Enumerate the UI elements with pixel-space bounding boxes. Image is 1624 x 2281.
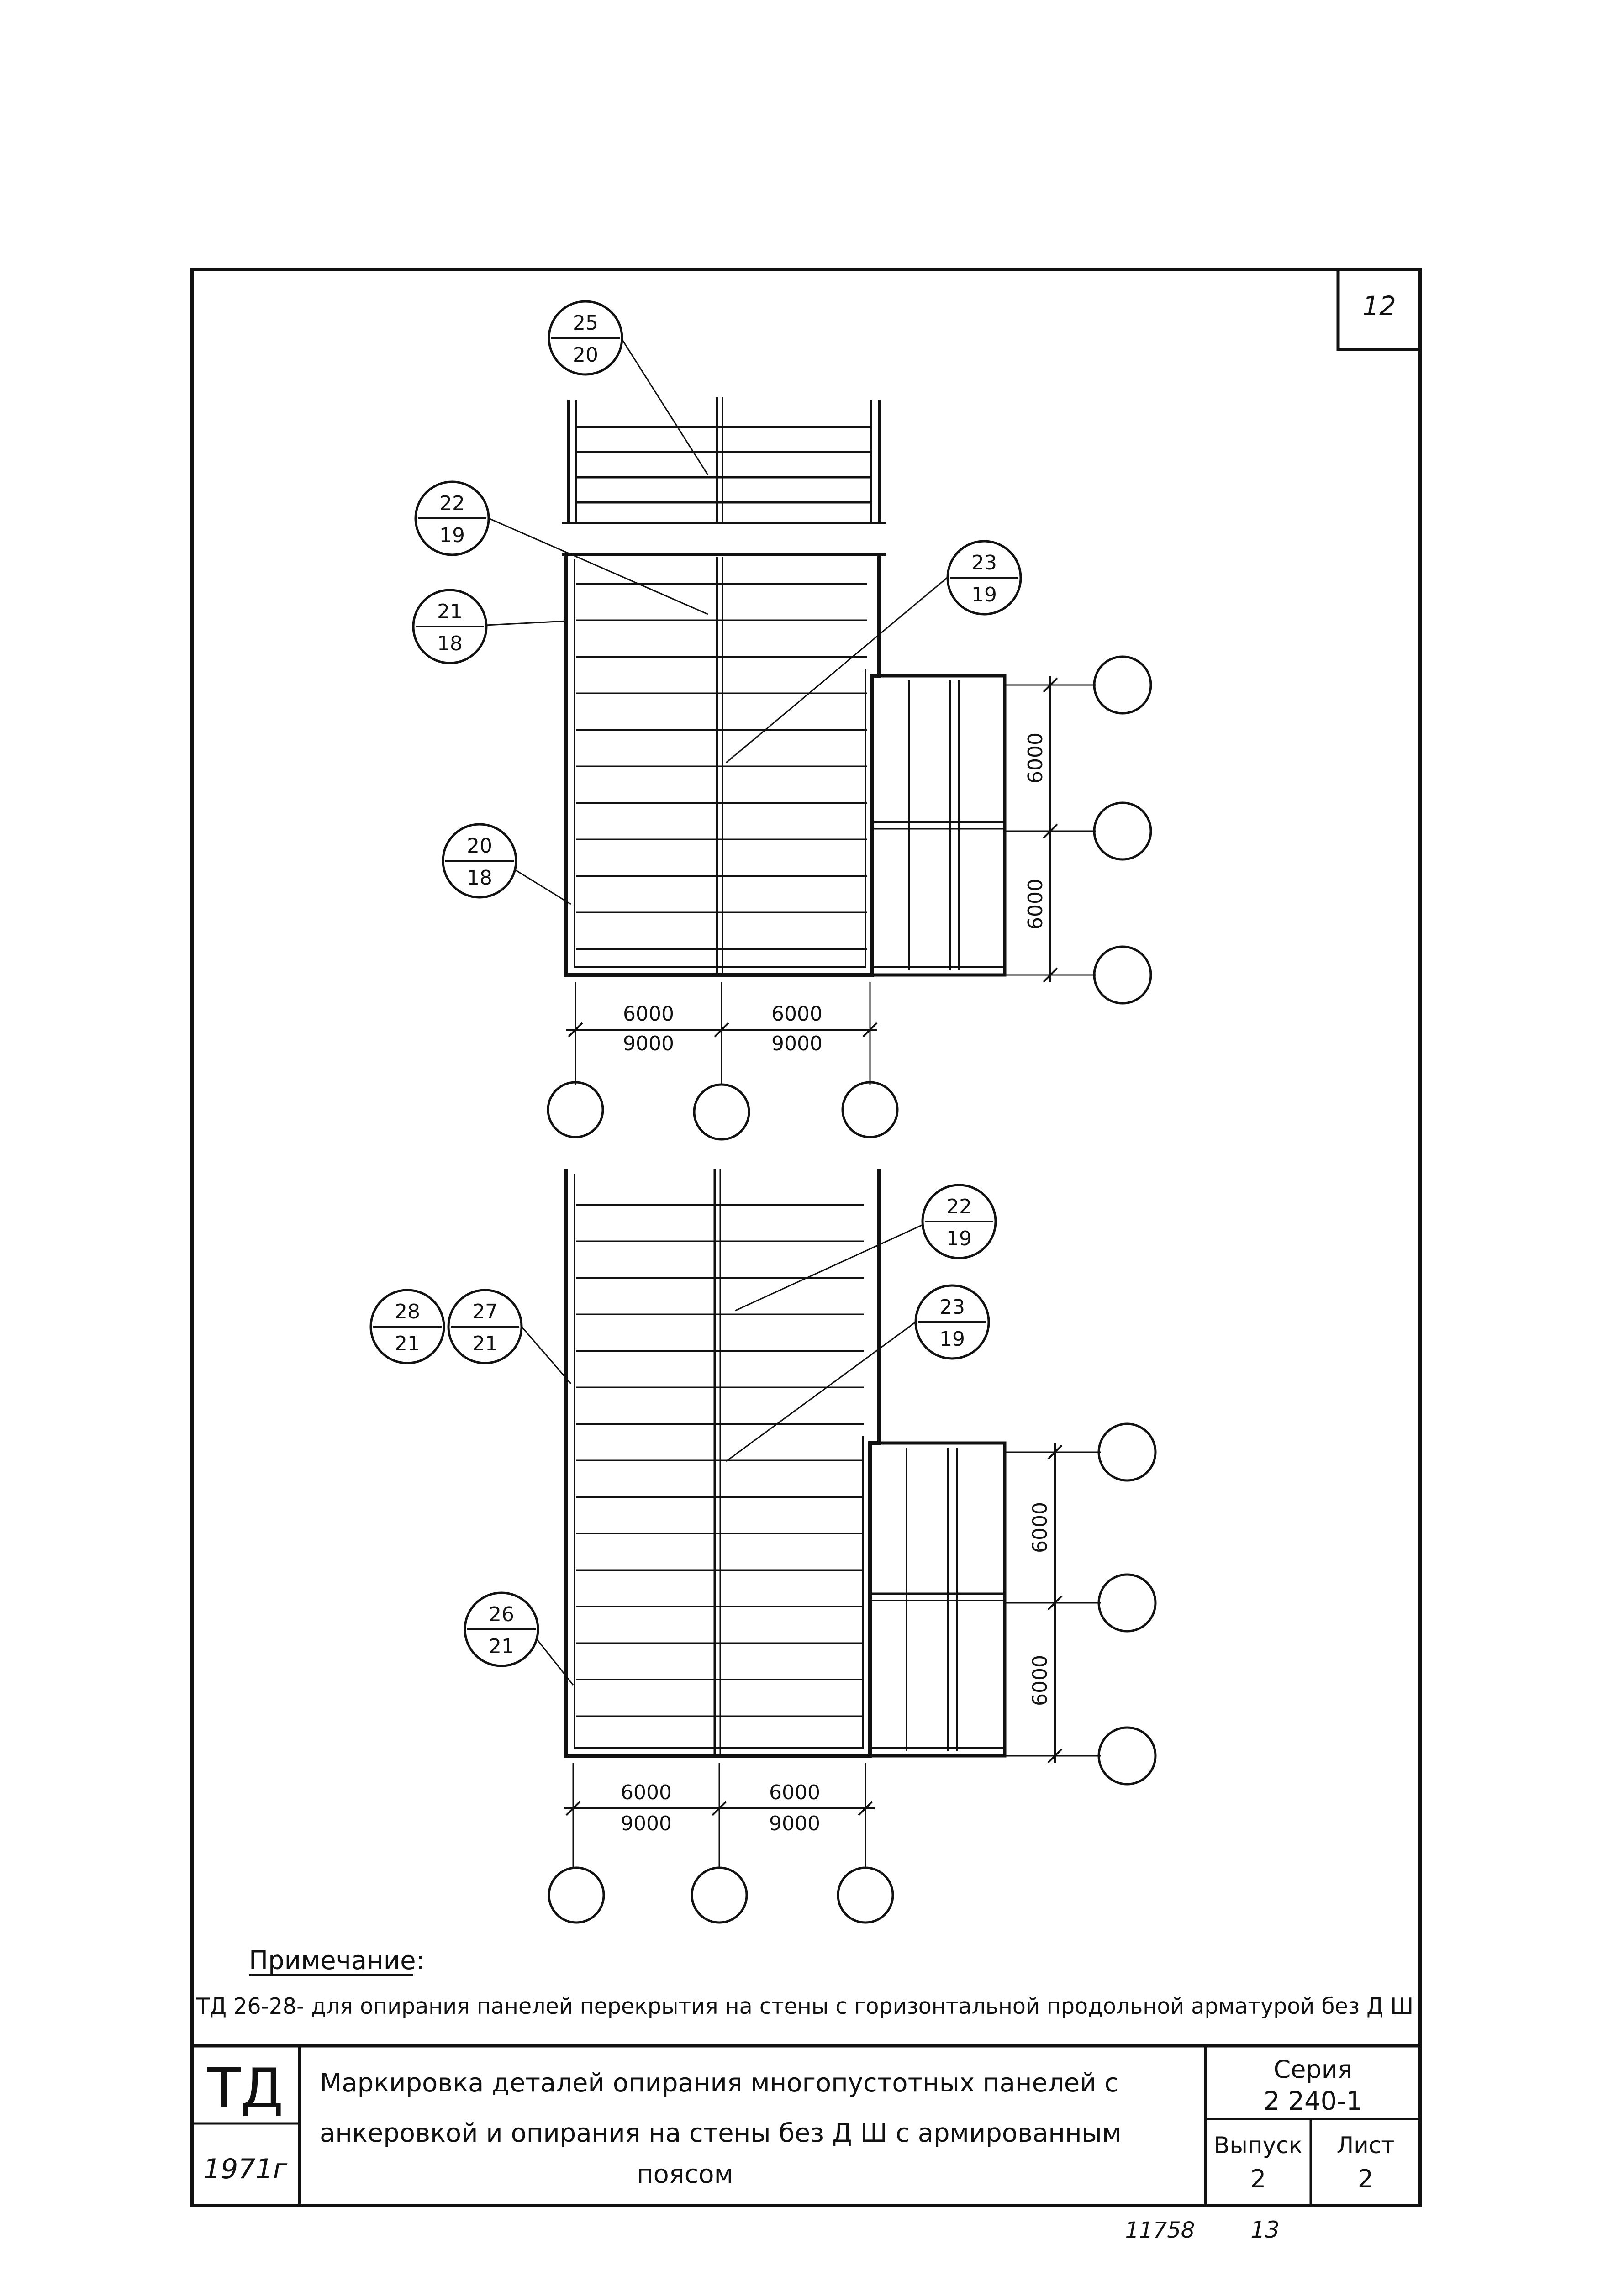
sheet-label: Лист xyxy=(1337,2132,1395,2159)
svg-text:23: 23 xyxy=(939,1296,965,1319)
dim-h-bottom-2-lower: 9000 xyxy=(769,1812,820,1835)
callout-21-18: 21 18 xyxy=(412,589,488,664)
title-line-2: анкеровкой и опирания на стены без Д Ш с… xyxy=(320,2118,1121,2148)
callout-23-19: 23 19 xyxy=(914,1284,990,1360)
title-block: ТД 1971г Маркировка деталей опирания мно… xyxy=(192,2044,1420,2206)
dim-h-bottom-1-upper: 6000 xyxy=(621,1781,672,1804)
dim-h-bottom-1-lower: 9000 xyxy=(621,1812,672,1835)
callout-22-19: 22 19 xyxy=(414,480,490,556)
plan-bottom: 6000 6000 6000 9000 6000 9000 xyxy=(369,1169,1157,1924)
svg-text:19: 19 xyxy=(439,524,465,547)
axis-circle xyxy=(691,1866,748,1924)
sheet-value: 2 xyxy=(1358,2165,1373,2193)
axis-circle xyxy=(547,1081,604,1138)
dim-h-top-2-upper: 6000 xyxy=(771,1002,823,1026)
svg-text:20: 20 xyxy=(467,834,492,858)
callout-23-19: 23 19 xyxy=(946,540,1022,616)
plan-top-dim-vertical: 6000 6000 xyxy=(1005,655,1152,1005)
axis-circle xyxy=(693,1083,750,1141)
inventory-number: 11758 xyxy=(1125,2218,1195,2243)
callout-20-18: 20 18 xyxy=(442,823,517,899)
dim-h-top-1-lower: 9000 xyxy=(623,1032,674,1055)
axis-circle xyxy=(1097,1726,1157,1786)
axis-circle xyxy=(1097,1573,1157,1633)
svg-text:26: 26 xyxy=(489,1603,514,1626)
plan-bottom-dim-vertical: 6000 6000 xyxy=(1005,1422,1157,1786)
svg-text:23: 23 xyxy=(971,551,997,574)
dim-h-top-1-upper: 6000 xyxy=(623,1002,674,1026)
series-value: 2 240-1 xyxy=(1264,2086,1362,2116)
callout-28-21: 28 21 xyxy=(369,1289,445,1364)
dim-h-top-2-lower: 9000 xyxy=(771,1032,823,1055)
title-year: 1971г xyxy=(203,2153,288,2185)
title-code: ТД xyxy=(206,2057,283,2121)
svg-text:19: 19 xyxy=(971,583,997,606)
svg-text:25: 25 xyxy=(573,311,598,335)
plan-top-dim-horizontal: 6000 9000 6000 9000 xyxy=(547,982,899,1141)
dim-v-top-1: 6000 xyxy=(1024,732,1047,784)
dim-v-bottom-1: 6000 xyxy=(1028,1502,1052,1553)
callout-25-20: 25 20 xyxy=(548,300,623,376)
issue-label: Выпуск xyxy=(1214,2132,1302,2159)
axis-circle xyxy=(837,1866,894,1924)
note-heading: Примечание: xyxy=(249,1946,424,1975)
axis-circle xyxy=(548,1866,605,1924)
note: Примечание: ТД 26-28- для опирания панел… xyxy=(196,1946,1413,2019)
dim-v-top-2: 6000 xyxy=(1024,879,1047,930)
plan-top-main xyxy=(564,555,1007,977)
callout-22-19: 22 19 xyxy=(921,1184,997,1259)
svg-text:19: 19 xyxy=(946,1227,972,1250)
axis-circle xyxy=(1093,801,1152,861)
svg-text:21: 21 xyxy=(489,1635,514,1658)
svg-text:21: 21 xyxy=(472,1332,498,1355)
svg-text:20: 20 xyxy=(573,343,598,367)
svg-text:21: 21 xyxy=(437,600,463,623)
sheet-frame xyxy=(190,268,1422,2207)
title-line-3: поясом xyxy=(637,2160,733,2189)
svg-text:18: 18 xyxy=(467,866,492,890)
issue-value: 2 xyxy=(1250,2165,1266,2193)
axis-circle xyxy=(1093,945,1152,1005)
page-number: 13 xyxy=(1250,2217,1280,2243)
plan-top: 6000 6000 6000 9000 6000 9000 xyxy=(412,300,1152,1141)
callout-27-21: 27 21 xyxy=(447,1289,523,1364)
callout-26-21: 26 21 xyxy=(464,1591,539,1667)
footer: 11758 13 xyxy=(1125,2217,1280,2243)
axis-circle xyxy=(841,1081,899,1138)
sheet-number-box: 12 xyxy=(1336,268,1422,351)
svg-text:27: 27 xyxy=(472,1300,498,1323)
axis-circle xyxy=(1093,655,1152,715)
title-line-1: Маркировка деталей опирания многопустотн… xyxy=(320,2068,1118,2098)
series-label: Серия xyxy=(1274,2055,1353,2084)
plan-bottom-dim-horizontal: 6000 9000 6000 9000 xyxy=(548,1763,894,1924)
svg-text:21: 21 xyxy=(395,1332,420,1355)
svg-text:22: 22 xyxy=(946,1195,972,1218)
axis-circle xyxy=(1097,1422,1157,1482)
plan-top-upper-strip xyxy=(562,397,886,556)
svg-text:28: 28 xyxy=(395,1300,420,1323)
svg-text:22: 22 xyxy=(439,492,465,515)
note-text: ТД 26-28- для опирания панелей перекрыти… xyxy=(196,1993,1413,2019)
svg-text:18: 18 xyxy=(437,632,463,655)
sheet-number: 12 xyxy=(1362,290,1396,321)
dim-v-bottom-2: 6000 xyxy=(1028,1655,1052,1706)
plan-bottom-main xyxy=(564,1169,1007,1758)
svg-text:19: 19 xyxy=(939,1328,965,1351)
dim-h-bottom-2-upper: 6000 xyxy=(769,1781,820,1804)
